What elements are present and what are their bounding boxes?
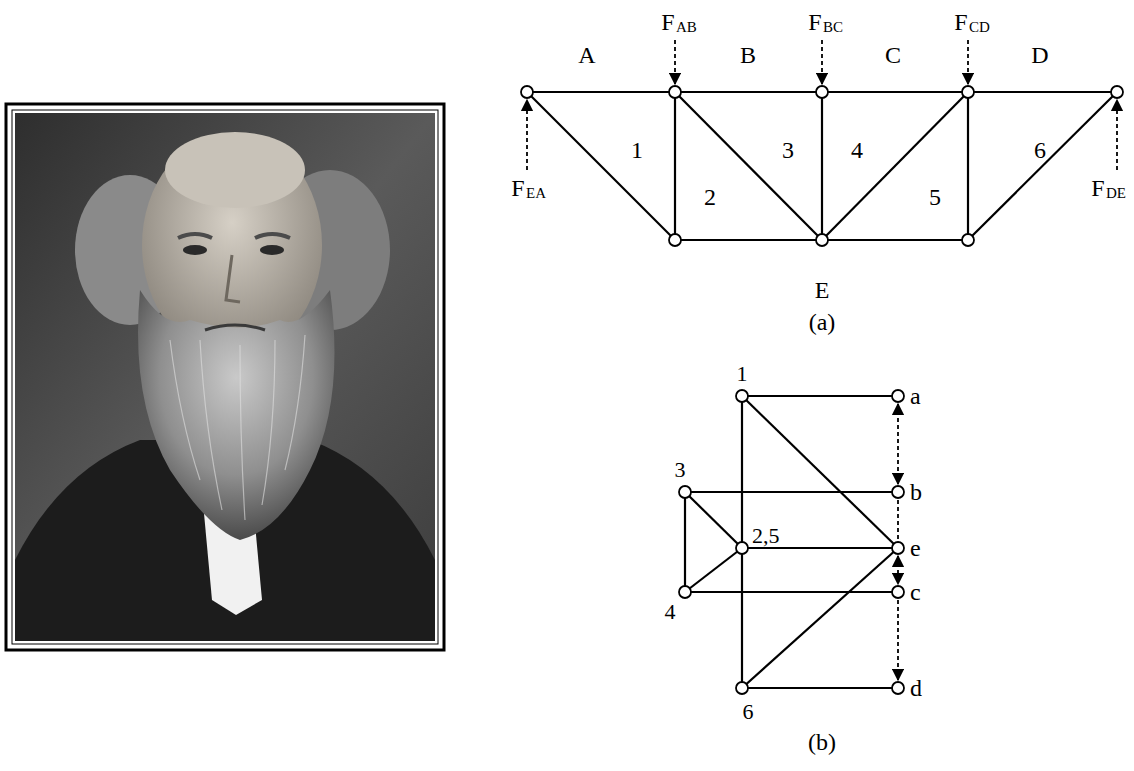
- force-symbol: F: [511, 176, 524, 200]
- force-subscript: EA: [526, 186, 546, 201]
- subfigure-label: (a): [809, 310, 836, 334]
- force-subscript: DE: [1106, 186, 1126, 201]
- point-label: 2,5: [752, 525, 780, 547]
- force-diagram: [685, 396, 898, 688]
- force-subscript: AB: [676, 20, 697, 35]
- panel-number: 4: [851, 138, 863, 162]
- force-points: [679, 390, 904, 694]
- point-label: 6: [743, 701, 754, 723]
- point-label: 1: [737, 363, 748, 385]
- panel-number: 1: [631, 138, 643, 162]
- region-letter: D: [1031, 43, 1048, 67]
- load-arrows: [527, 40, 1117, 170]
- force-subscript: CD: [969, 20, 990, 35]
- region-letter: E: [815, 278, 830, 302]
- point-label: 4: [665, 601, 676, 623]
- panel-number: 3: [782, 138, 794, 162]
- force-symbol: F: [954, 10, 967, 34]
- force-symbol: F: [661, 10, 674, 34]
- point-label: d: [910, 676, 922, 700]
- truss-joints: [521, 86, 1123, 246]
- force-symbol: F: [1091, 176, 1104, 200]
- force-subscript: BC: [823, 20, 843, 35]
- panel-number: 2: [704, 185, 716, 209]
- subfigure-label: (b): [808, 730, 836, 754]
- panel-number: 6: [1034, 138, 1046, 162]
- panel-number: 5: [929, 185, 941, 209]
- force-symbol: F: [808, 10, 821, 34]
- region-letter: B: [740, 43, 756, 67]
- point-label: a: [910, 384, 921, 408]
- point-label: e: [910, 536, 921, 560]
- truss: [527, 92, 1117, 240]
- point-label: 3: [675, 459, 686, 481]
- portrait: [6, 104, 444, 650]
- region-letter: C: [885, 43, 901, 67]
- point-label: c: [910, 580, 921, 604]
- point-label: b: [910, 480, 922, 504]
- region-letter: A: [578, 43, 595, 67]
